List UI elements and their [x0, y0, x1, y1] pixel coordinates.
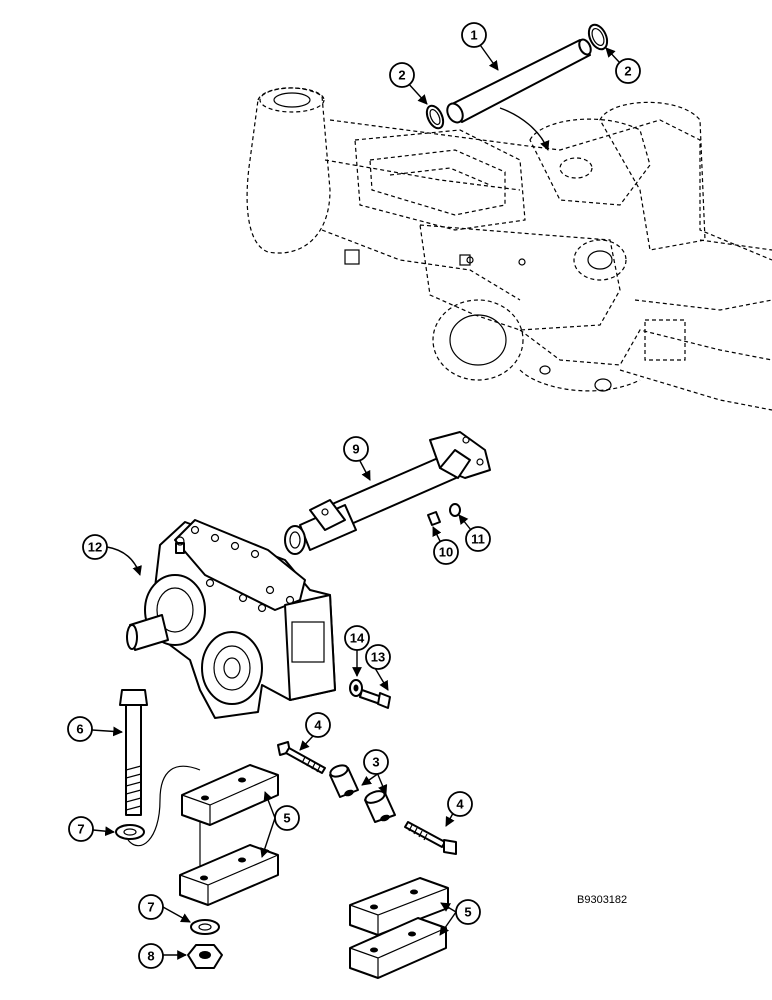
- snap-ring-left: [425, 104, 445, 130]
- driveshaft: [284, 431, 491, 555]
- svg-text:1: 1: [470, 28, 477, 43]
- figure-code: B9303182: [577, 894, 627, 906]
- callout-8: 8: [138, 943, 164, 969]
- spacer-block-lower: [179, 844, 279, 906]
- callout-1: 1: [461, 22, 487, 48]
- yoke-nut: [449, 503, 461, 517]
- mounting-bolt: [359, 689, 391, 709]
- svg-text:11: 11: [471, 532, 485, 547]
- callout-9: 9: [343, 436, 369, 462]
- axle-housing: [246, 87, 772, 411]
- bushing-lower: [364, 790, 396, 823]
- washer-lower: [190, 919, 220, 935]
- svg-text:14: 14: [350, 631, 365, 646]
- transfer-gearbox: [126, 519, 336, 719]
- callout-14: 14: [344, 625, 370, 651]
- long-bolt: [119, 689, 148, 816]
- spacer-block-upper: [181, 764, 279, 826]
- spacer-block-right-lower: [349, 917, 447, 979]
- bushing-upper: [329, 764, 359, 798]
- svg-text:5: 5: [464, 905, 471, 920]
- callout-7-upper: 7: [68, 816, 94, 842]
- callout-7-lower: 7: [138, 894, 164, 920]
- svg-text:4: 4: [456, 797, 464, 812]
- svg-text:7: 7: [147, 900, 154, 915]
- svg-text:2: 2: [624, 64, 631, 79]
- svg-text:6: 6: [76, 722, 83, 737]
- svg-text:8: 8: [147, 949, 154, 964]
- callout-5-left: 5: [274, 805, 300, 831]
- svg-text:2: 2: [398, 68, 405, 83]
- callout-6: 6: [67, 716, 93, 742]
- pivot-pin: [446, 38, 592, 124]
- svg-text:13: 13: [371, 650, 385, 665]
- callout-13: 13: [365, 644, 391, 670]
- leader-lines: [91, 41, 621, 960]
- svg-text:7: 7: [77, 822, 84, 837]
- washer-upper: [115, 824, 145, 840]
- svg-text:12: 12: [88, 540, 102, 555]
- callout-3: 3: [363, 749, 389, 775]
- callout-12: 12: [82, 534, 108, 560]
- callout-4-upper: 4: [305, 712, 331, 738]
- mounting-washer: [349, 679, 363, 697]
- callout-2-right: 2: [615, 58, 641, 84]
- callout-5-right: 5: [455, 899, 481, 925]
- svg-text:10: 10: [439, 545, 453, 560]
- svg-text:9: 9: [352, 442, 359, 457]
- callout-4-lower: 4: [447, 791, 473, 817]
- svg-text:4: 4: [314, 718, 322, 733]
- stud-bolt-upper: [277, 741, 326, 774]
- callout-10: 10: [433, 539, 459, 565]
- callout-2-left: 2: [389, 62, 415, 88]
- callout-11: 11: [465, 526, 491, 552]
- svg-text:5: 5: [283, 811, 290, 826]
- snap-ring-right: [587, 23, 609, 51]
- yoke-bolt: [427, 511, 441, 526]
- stud-bolt-lower: [404, 821, 457, 855]
- svg-text:3: 3: [372, 755, 379, 770]
- hex-nut: [187, 944, 223, 969]
